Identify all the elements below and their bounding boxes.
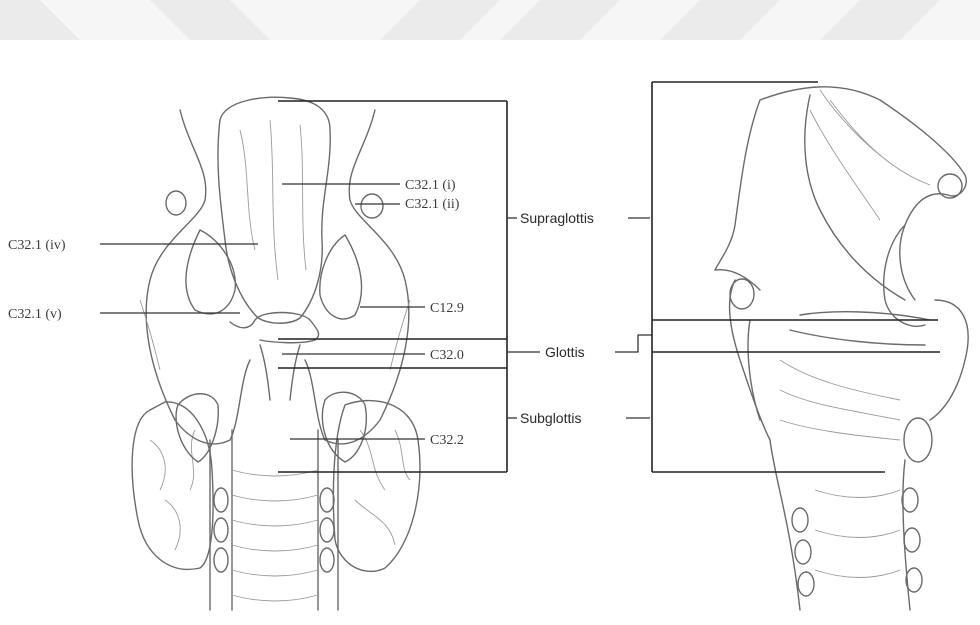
label-c32-1-ii: C32.1 (ii) xyxy=(405,197,460,212)
region-leaders xyxy=(507,218,652,418)
label-c32-1-i: C32.1 (i) xyxy=(405,178,456,193)
region-bracket-right xyxy=(652,82,940,472)
watermark-banner xyxy=(0,0,980,40)
region-bracket-left xyxy=(278,101,507,472)
larynx-sagittal-illustration xyxy=(715,87,968,610)
label-subglottis: Subglottis xyxy=(520,410,581,426)
label-supraglottis: Supraglottis xyxy=(520,210,594,226)
label-c32-1-v: C32.1 (v) xyxy=(8,307,62,322)
label-c32-0: C32.0 xyxy=(430,348,464,363)
label-c32-2: C32.2 xyxy=(430,433,464,448)
label-c32-1-iv: C32.1 (iv) xyxy=(8,238,66,253)
label-c12-9: C12.9 xyxy=(430,301,464,316)
label-glottis: Glottis xyxy=(545,344,585,360)
